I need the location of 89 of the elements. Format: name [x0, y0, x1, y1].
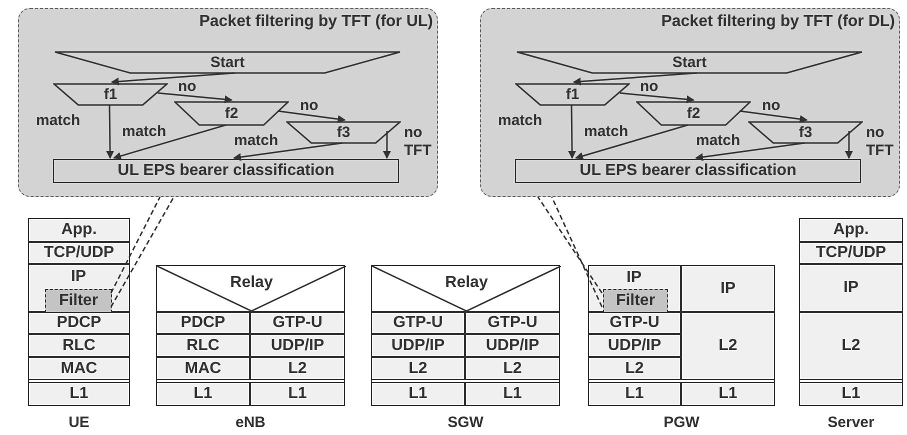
- protocol-layer: L1: [588, 382, 681, 406]
- protocol-layer: L1: [250, 382, 345, 406]
- protocol-layer: L2: [799, 312, 903, 380]
- classification-box: UL EPS bearer classification: [515, 159, 861, 183]
- stack-label: UE: [68, 414, 90, 431]
- protocol-layer: L1: [371, 382, 465, 406]
- stack-label: Server: [826, 414, 876, 431]
- edge-label: match: [122, 123, 166, 141]
- edge-label: no: [762, 97, 780, 115]
- protocol-layer: GTP-U: [588, 312, 681, 334]
- protocol-layer: MAC: [156, 357, 250, 380]
- arrow: [740, 110, 808, 124]
- layer-name: IP: [70, 268, 88, 286]
- protocol-layer: L1: [465, 382, 560, 406]
- arrow: [382, 131, 391, 159]
- relay-cell: Relay: [371, 265, 560, 312]
- classification-box: UL EPS bearer classification: [53, 159, 399, 183]
- protocol-layer: GTP-U: [371, 312, 465, 334]
- edge-label: no: [300, 97, 318, 115]
- protocol-layer: UDP/IP: [250, 334, 345, 357]
- protocol-layer: [28, 264, 130, 312]
- stack-label: PGW: [662, 414, 700, 431]
- arrow: [620, 92, 695, 104]
- protocol-layer: IP: [799, 264, 903, 312]
- protocol-layer: IP: [681, 265, 775, 312]
- flowchart-panel: [480, 8, 900, 197]
- protocol-layer: MAC: [28, 357, 130, 380]
- protocol-layer: GTP-U: [465, 312, 560, 334]
- filter-step: f3: [286, 121, 401, 144]
- filter-step: f3: [748, 121, 863, 144]
- protocol-layer: App.: [799, 218, 903, 242]
- arrow: [106, 105, 114, 159]
- filter-box: Filter: [603, 289, 668, 313]
- start-step: Start: [54, 51, 401, 74]
- edge-label: match: [498, 112, 542, 130]
- protocol-layer: GTP-U: [250, 312, 345, 334]
- arrow: [844, 131, 853, 159]
- zoom-line: [110, 196, 174, 308]
- arrow: [574, 124, 688, 160]
- relay-cell: Relay: [156, 265, 345, 312]
- stack-label: SGW: [446, 414, 484, 431]
- protocol-layer: App.: [28, 218, 130, 242]
- protocol-layer: L2: [681, 312, 775, 380]
- protocol-layer: L2: [465, 357, 560, 380]
- arrow: [110, 72, 235, 86]
- protocol-layer: TCP/UDP: [799, 242, 903, 264]
- protocol-layer: RLC: [28, 334, 130, 357]
- edge-label: no TFT: [404, 124, 432, 160]
- protocol-layer: L2: [250, 357, 345, 380]
- zoom-line: [551, 196, 603, 308]
- arrow: [278, 110, 346, 124]
- edge-label: match: [696, 132, 740, 150]
- protocol-layer: L1: [28, 382, 130, 406]
- filter-step: f1: [515, 83, 630, 106]
- protocol-layer: PDCP: [28, 312, 130, 334]
- arrow: [158, 92, 233, 104]
- edge-label: no: [178, 78, 196, 96]
- filter-step: f2: [174, 101, 289, 126]
- edge-label: no: [640, 78, 658, 96]
- zoom-line: [110, 196, 161, 294]
- protocol-layer: RLC: [156, 334, 250, 357]
- protocol-layer: [588, 265, 681, 312]
- flowchart-panel: [18, 8, 438, 197]
- filter-step: f1: [53, 83, 168, 106]
- start-step: Start: [516, 51, 863, 74]
- edge-label: match: [584, 123, 628, 141]
- protocol-layer: UDP/IP: [588, 334, 681, 357]
- arrow: [112, 124, 226, 160]
- panel-title: Packet filtering by TFT (for DL): [661, 13, 895, 31]
- edge-label: no TFT: [866, 124, 894, 160]
- protocol-layer: UDP/IP: [465, 334, 560, 357]
- filter-box: Filter: [45, 289, 112, 313]
- protocol-layer: L2: [371, 357, 465, 380]
- filter-step: f2: [636, 101, 751, 126]
- arrow: [568, 105, 576, 159]
- protocol-layer: L1: [799, 382, 903, 406]
- edge-label: match: [234, 132, 278, 150]
- layer-name: IP: [625, 269, 643, 287]
- panel-title: Packet filtering by TFT (for UL): [199, 13, 433, 31]
- zoom-line: [537, 196, 603, 294]
- protocol-layer: TCP/UDP: [28, 242, 130, 264]
- protocol-layer: L1: [681, 382, 775, 406]
- stack-label: eNB: [234, 414, 266, 431]
- protocol-layer: L1: [156, 382, 250, 406]
- protocol-layer: L2: [588, 357, 681, 380]
- arrow: [572, 72, 697, 86]
- protocol-layer: UDP/IP: [371, 334, 465, 357]
- protocol-layer: PDCP: [156, 312, 250, 334]
- edge-label: match: [36, 112, 80, 130]
